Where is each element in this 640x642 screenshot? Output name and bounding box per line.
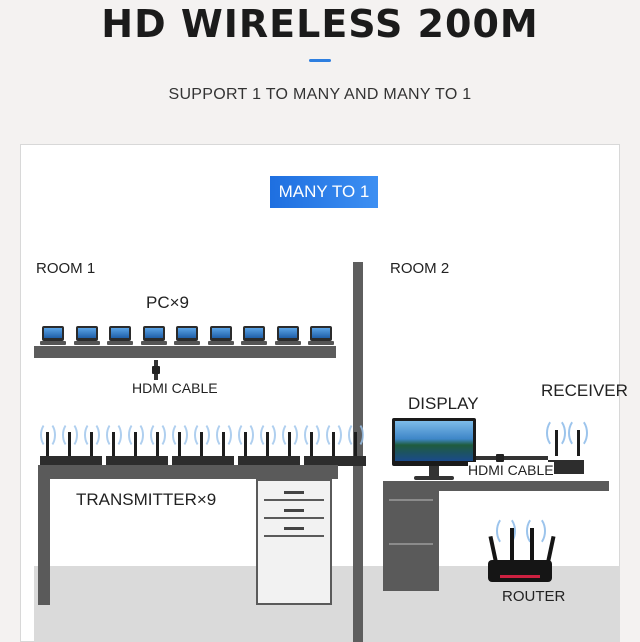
drawer-handle xyxy=(284,527,304,530)
laptop-icon xyxy=(174,326,200,346)
receiver-antenna xyxy=(577,430,580,456)
receiver-antenna xyxy=(555,430,558,456)
desk-top-room2 xyxy=(383,481,609,491)
laptop-icon xyxy=(207,326,234,346)
laptop-icon xyxy=(107,326,133,346)
receiver-icon xyxy=(548,460,584,474)
hdmi-cable-label-2: HDMI CABLE xyxy=(468,462,554,478)
receiver-wave-icon xyxy=(546,418,566,448)
mode-badge: MANY TO 1 xyxy=(270,176,378,208)
page-headline: HD WIRELESS 200M xyxy=(101,2,539,46)
drawer-handle xyxy=(284,509,304,512)
hdmi-cable-2 xyxy=(476,456,548,460)
transmitter-label: TRANSMITTER×9 xyxy=(76,490,217,509)
monitor-stand xyxy=(429,466,439,476)
receiver-wave-icon xyxy=(568,418,588,448)
cabinet xyxy=(383,491,439,591)
laptop-icon xyxy=(73,326,100,346)
monitor-icon xyxy=(392,418,476,466)
transmitter-icon xyxy=(304,422,366,468)
drawer xyxy=(264,505,324,519)
transmitter-icon xyxy=(238,422,300,468)
desk-top-room1 xyxy=(38,465,338,479)
pc-shelf xyxy=(34,346,336,358)
pc-label: PC×9 xyxy=(146,293,189,312)
drawer xyxy=(264,487,324,501)
router-light xyxy=(500,575,540,578)
laptop-icon xyxy=(308,326,334,346)
transmitter-icon xyxy=(40,422,102,468)
laptop-icon xyxy=(140,326,167,346)
hdmi-cable-label-1: HDMI CABLE xyxy=(132,380,218,396)
transmitter-icon xyxy=(106,422,168,468)
room2-label: ROOM 2 xyxy=(390,260,450,277)
transmitter-icon xyxy=(172,422,234,468)
room-divider-wall xyxy=(353,262,363,642)
desk-leg-room1 xyxy=(38,479,50,605)
page-subheadline: SUPPORT 1 TO MANY AND MANY TO 1 xyxy=(168,86,472,103)
cabinet-line xyxy=(389,543,433,545)
laptop-icon xyxy=(40,326,66,346)
room1-label: ROOM 1 xyxy=(36,260,96,277)
display-label: DISPLAY xyxy=(408,394,479,413)
router-label: ROUTER xyxy=(502,588,566,605)
monitor-screen xyxy=(395,421,473,461)
laptop-icon xyxy=(274,326,301,346)
cabinet-line xyxy=(389,499,433,501)
drawer xyxy=(264,523,324,537)
laptop-icon xyxy=(241,326,267,346)
monitor-foot xyxy=(414,476,454,480)
router-wave-icon xyxy=(496,516,516,546)
receiver-label: RECEIVER xyxy=(541,381,628,400)
router-wave-icon xyxy=(526,516,546,546)
hdmi-plug-1 xyxy=(152,366,160,374)
drawer-unit xyxy=(256,479,332,605)
accent-divider xyxy=(309,59,331,62)
router-antenna xyxy=(510,528,514,562)
hdmi-plug-2 xyxy=(496,454,504,462)
drawer-handle xyxy=(284,491,304,494)
router-icon xyxy=(488,560,552,582)
router-antenna xyxy=(530,528,534,562)
